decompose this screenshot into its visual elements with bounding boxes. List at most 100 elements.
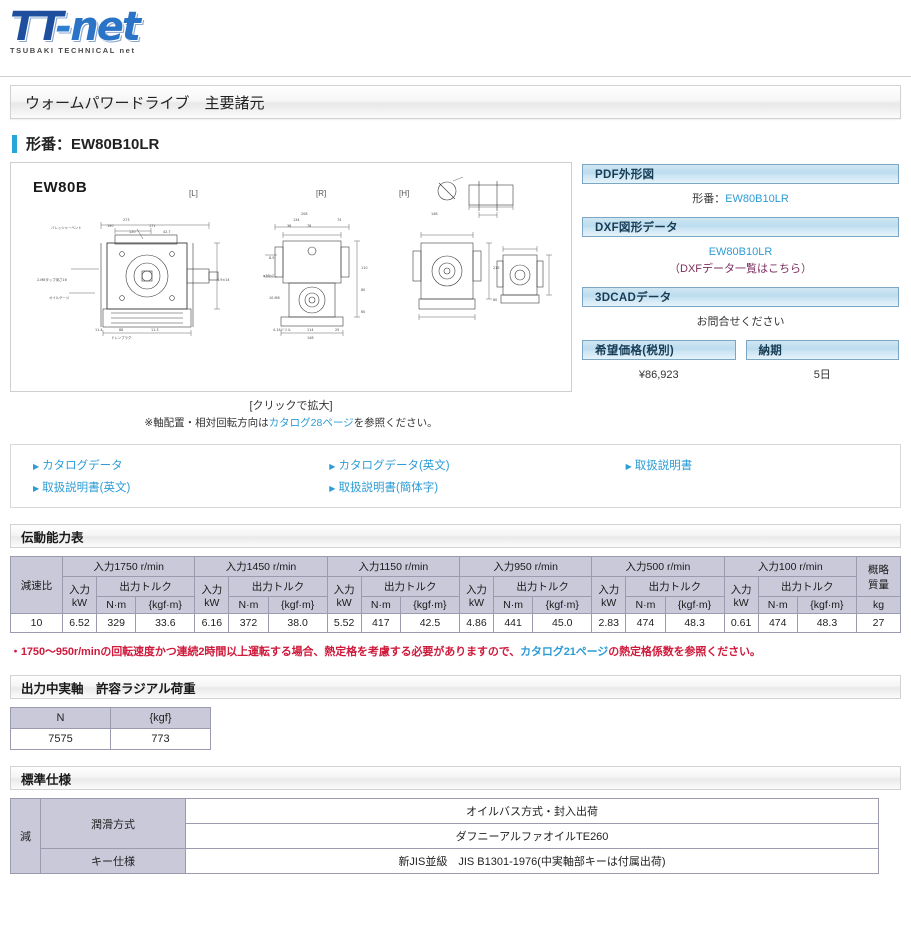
svg-text:11.4: 11.4 xyxy=(95,328,103,332)
header-unit-nm-0: N·m xyxy=(95,596,137,614)
arrow-icon: ▶ xyxy=(625,462,632,471)
svg-text:11.3: 11.3 xyxy=(151,328,159,332)
spec-row-key: キー仕様 新JIS並級 JIS B1301-1976(中実軸部キーは付属出荷) xyxy=(11,848,879,874)
svg-text:74: 74 xyxy=(337,218,341,222)
link-manual-cn[interactable]: ▶取扱説明書(簡体字) xyxy=(307,479,603,495)
main-content-row: EW80B [L] [R] [H] xyxy=(0,162,911,432)
dxf-model-link[interactable]: EW80B10LR xyxy=(708,246,773,258)
header-unit-nm-5: N·m xyxy=(757,596,798,614)
page-title: ウォームパワードライブ 主要諸元 xyxy=(10,85,901,119)
header-input-unit-0: kW xyxy=(71,596,88,609)
arrow-icon: ▶ xyxy=(33,462,40,471)
view-label-l: [L] xyxy=(189,189,198,198)
pdf-drawing-row: 形番：EW80B10LR xyxy=(582,184,899,217)
link-manual-en-label[interactable]: 取扱説明書(英文) xyxy=(42,482,131,494)
svg-text:4-14ドリル: 4-14ドリル xyxy=(273,328,291,332)
catalog-page-21-link[interactable]: カタログ21ページ xyxy=(520,646,609,658)
site-logo[interactable]: TT-net TSUBAKI TECHNICAL net xyxy=(0,0,911,72)
logo-dash-text: - xyxy=(55,4,73,50)
table-row: 10 6.52 329 33.6 6.16 372 38.0 5.52 417 … xyxy=(10,613,901,633)
header-group-4: 入力500 r/min xyxy=(591,556,725,577)
header-input-4: 入力 kW xyxy=(591,576,627,614)
logo-net-text: net xyxy=(70,4,141,50)
header-mass-line1: 概略 xyxy=(868,563,889,576)
svg-text:オイルゲージ: オイルゲージ xyxy=(49,295,70,300)
dxf-data-row: EW80B10LR （DXFデータ一覧はこちら） xyxy=(582,237,899,287)
warning-prefix: ・1750〜950r/minの回転速度かつ連続2時間以上運転する場合、熱定格を考… xyxy=(10,646,521,658)
link-manual-cn-label[interactable]: 取扱説明書(簡体字) xyxy=(338,482,439,494)
header-input-unit-3: kW xyxy=(468,596,485,609)
svg-text:φ36h7: φ36h7 xyxy=(263,274,274,278)
link-manual[interactable]: ▶取扱説明書 xyxy=(604,457,900,473)
header-input-label-3: 入力 xyxy=(465,583,487,596)
cell-2: 33.6 xyxy=(135,613,196,633)
dxf-list-link[interactable]: （DXFデータ一覧はこちら） xyxy=(669,263,812,275)
catalog-page-28-link[interactable]: カタログ28ページ xyxy=(268,417,354,429)
cell-1: 329 xyxy=(95,613,137,633)
svg-text:42.7: 42.7 xyxy=(163,230,171,234)
spec-lubrication-label: 潤滑方式 xyxy=(40,798,186,849)
svg-text:134: 134 xyxy=(293,218,299,222)
pdf-model-link[interactable]: EW80B10LR xyxy=(725,193,789,205)
arrow-icon: ▶ xyxy=(329,462,336,471)
header-input-label-1: 入力 xyxy=(201,583,223,596)
logo-tt-text: TT xyxy=(10,4,58,50)
cell-4: 372 xyxy=(228,613,269,633)
header-unit-kgfm-0: {kgf·m} xyxy=(135,596,196,614)
link-manual-label[interactable]: 取扱説明書 xyxy=(634,460,693,472)
cell-11: 45.0 xyxy=(532,613,593,633)
delivery-value: 5日 xyxy=(813,369,831,381)
performance-table: 減速比 入力1750 r/min 入力1450 r/min 入力1150 r/m… xyxy=(10,556,901,633)
thermal-rating-warning: ・1750〜950r/minの回転速度かつ連続2時間以上運転する場合、熱定格を考… xyxy=(10,643,901,659)
document-links-row-2: ▶取扱説明書(英文) ▶取扱説明書(簡体字) xyxy=(11,476,900,498)
price-value: ¥86,923 xyxy=(638,369,679,381)
logo-subtitle: TSUBAKI TECHNICAL net xyxy=(10,46,136,55)
document-links-row-1: ▶カタログデータ ▶カタログデータ(英文) ▶取扱説明書 xyxy=(11,454,900,476)
header-torque-4: 出力トルク xyxy=(625,576,725,597)
header-divider xyxy=(0,76,911,77)
table-header-row-2: 入力 kW 出力トルク 入力 kW 出力トルク 入力 kW 出力トルク 入力 k… xyxy=(11,576,901,614)
cad3d-data-header: 3DCADデータ xyxy=(582,287,899,307)
svg-text:148: 148 xyxy=(431,212,437,216)
link-manual-en[interactable]: ▶取扱説明書(英文) xyxy=(11,479,307,495)
link-catalog-data-label[interactable]: カタログデータ xyxy=(42,460,123,472)
link-catalog-data-en-label[interactable]: カタログデータ(英文) xyxy=(338,460,450,472)
header-unit-kgfm-5: {kgf·m} xyxy=(796,596,858,614)
drawing-caption: [クリックで拡大] ※軸配置・相対回転方向はカタログ28ページを参照ください。 xyxy=(10,398,572,432)
header-group-1: 入力1450 r/min xyxy=(194,556,328,577)
table-header-row-1: 減速比 入力1750 r/min 入力1450 r/min 入力1150 r/m… xyxy=(10,556,901,614)
dxf-data-header: DXF図形データ xyxy=(582,217,899,237)
cell-ratio: 10 xyxy=(10,613,63,633)
view-label-h: [H] xyxy=(399,189,410,198)
dimensional-drawing[interactable]: EW80B [L] [R] [H] xyxy=(10,162,572,392)
cell-mass: 27 xyxy=(856,613,901,633)
svg-text:ドレンプラグ: ドレンプラグ xyxy=(111,335,132,340)
svg-text:8.5: 8.5 xyxy=(269,256,274,260)
svg-text:10-M8: 10-M8 xyxy=(269,296,280,300)
header-input-label-5: 入力 xyxy=(730,583,752,596)
drawing-note: ※軸配置・相対回転方向はカタログ28ページを参照ください。 xyxy=(10,415,572,432)
cell-10: 441 xyxy=(492,613,534,633)
link-catalog-data-en[interactable]: ▶カタログデータ(英文) xyxy=(307,457,603,473)
header-unit-kgfm-2: {kgf·m} xyxy=(399,596,460,614)
header-torque-3: 出力トルク xyxy=(492,576,593,597)
svg-text:80: 80 xyxy=(493,298,497,302)
svg-text:114: 114 xyxy=(307,328,313,332)
cad-drawing-svg: 273 190 171 120 42.7 バレッシャーベント 2-M8タップ深さ… xyxy=(37,176,552,340)
cell-5: 38.0 xyxy=(267,613,328,633)
arrow-icon: ▶ xyxy=(33,484,40,493)
cell-8: 42.5 xyxy=(399,613,460,633)
svg-text:171: 171 xyxy=(149,224,155,228)
logo-wordmark: TT-net xyxy=(10,6,170,48)
header-unit-kgfm-1: {kgf·m} xyxy=(267,596,328,614)
cell-12: 2.83 xyxy=(591,613,627,633)
svg-text:4.9×14: 4.9×14 xyxy=(217,278,230,282)
arrow-icon: ▶ xyxy=(329,484,336,493)
header-torque-5: 出力トルク xyxy=(757,576,858,597)
price-delivery-row: 希望価格(税別) ¥86,923 納期 5日 xyxy=(582,340,899,393)
header-input-label-4: 入力 xyxy=(598,583,620,596)
header-input-unit-5: kW xyxy=(733,596,749,609)
radial-value-row: 7575 773 xyxy=(10,728,211,750)
link-catalog-data[interactable]: ▶カタログデータ xyxy=(11,457,307,473)
